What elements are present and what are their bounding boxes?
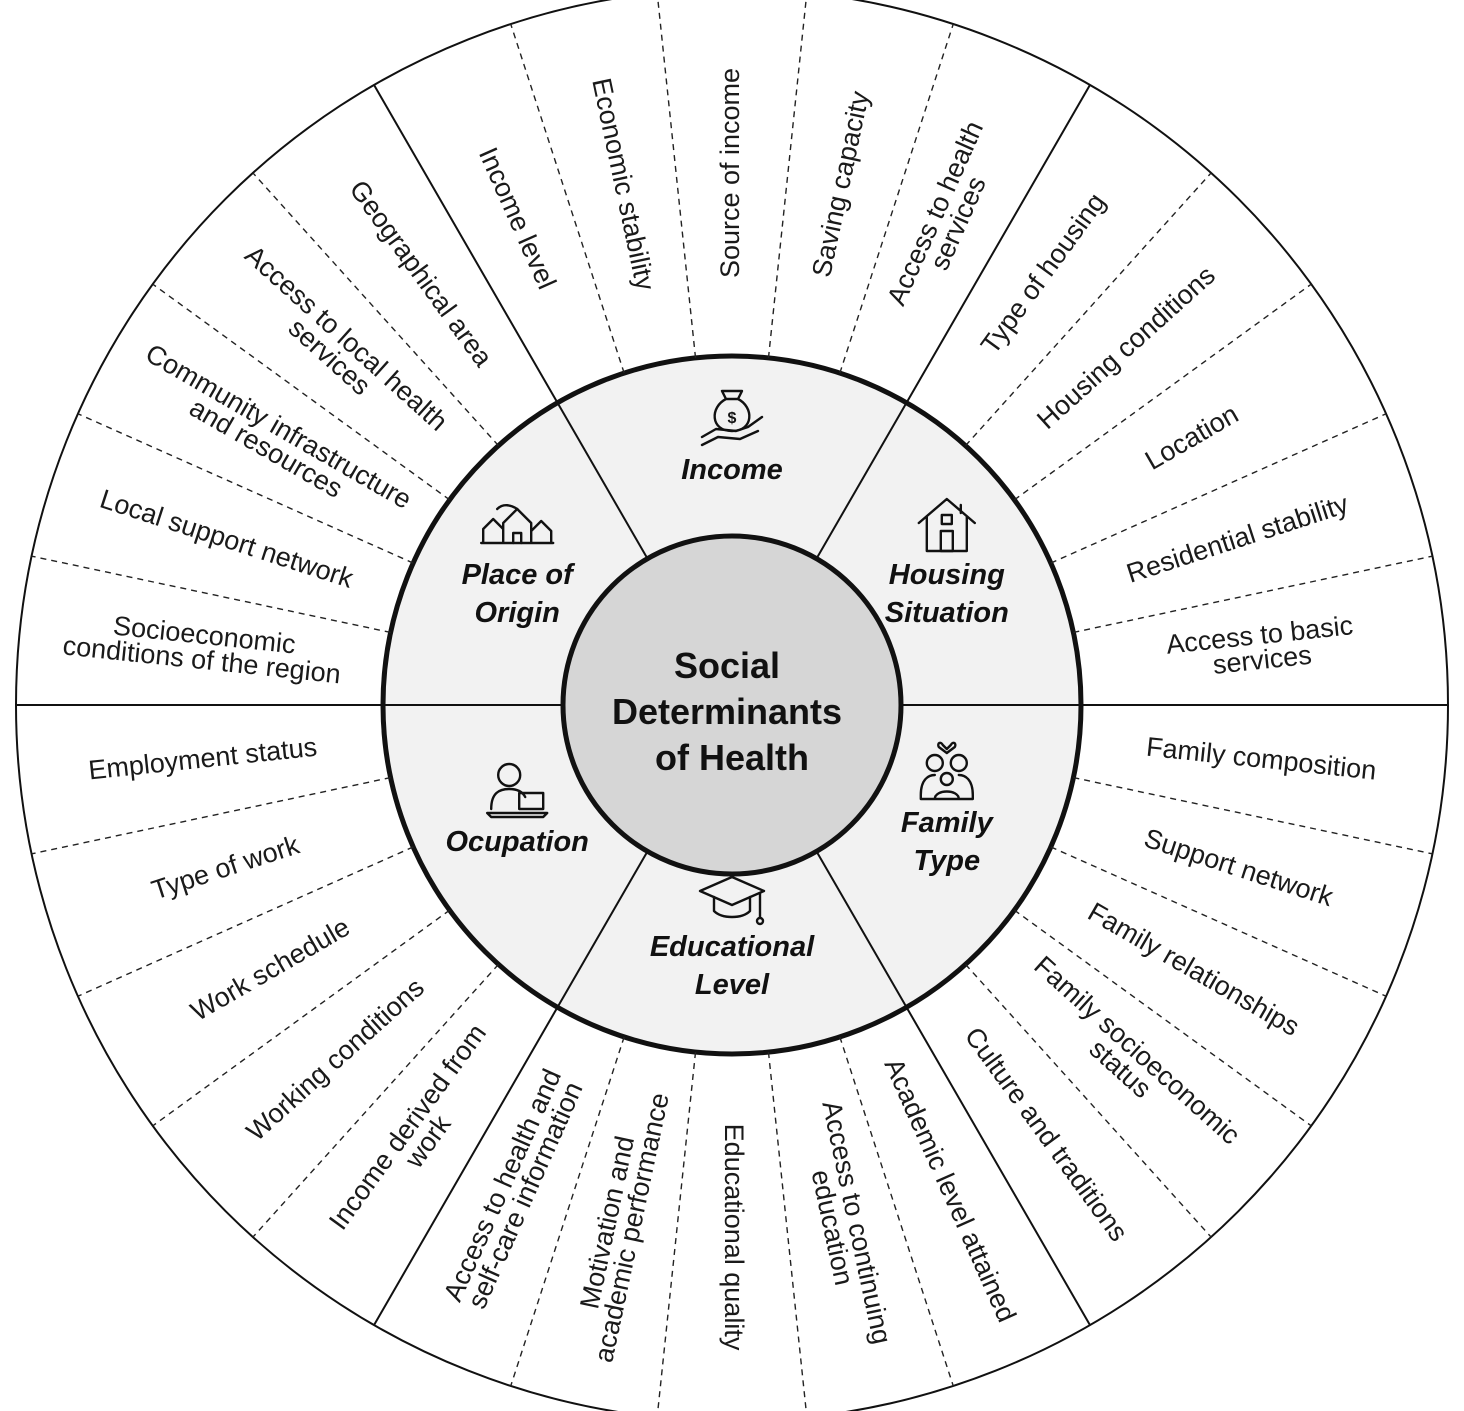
house-icon [917, 497, 976, 553]
determinant-item: Access to basicservices [1165, 610, 1357, 684]
category-label-line: Housing [889, 559, 1005, 591]
determinant-item-line: Educational quality [719, 1124, 749, 1351]
graduation-cap-icon [698, 875, 766, 926]
village-houses-icon [480, 504, 555, 545]
center-title: Social Determinants of Health [612, 645, 852, 778]
family-icon [919, 741, 974, 801]
center-circle [560, 533, 904, 877]
sector-divider [815, 850, 1091, 1326]
category-origin: Place of Origin [462, 504, 577, 629]
category-label-line: Educational [650, 931, 815, 963]
determinant-item-line: Source of income [715, 68, 745, 278]
determinant-item: Educational quality [719, 1124, 749, 1351]
category-label: Ocupation [446, 826, 589, 858]
money-bag-in-hand-icon: $ [700, 389, 764, 447]
sector-divider [815, 84, 1091, 560]
category-label-line: Ocupation [446, 826, 589, 858]
center-title-line-1: Social [674, 645, 780, 686]
sector-divider [373, 850, 649, 1326]
category-label: Income [681, 454, 783, 486]
category-label-line: Income [681, 454, 783, 486]
category-occupation: Ocupation [446, 762, 589, 858]
category-label-line: Situation [885, 597, 1009, 629]
category-label-line: Type [913, 845, 980, 877]
sector-divider [373, 84, 649, 560]
category-label-line: Family [901, 807, 995, 839]
svg-text:$: $ [728, 410, 737, 427]
category-income: $ Income [681, 389, 783, 486]
category-label: Place of Origin [462, 559, 577, 629]
category-label-line: Place of [462, 559, 577, 591]
worker-at-laptop-icon [486, 762, 549, 819]
category-label-line: Origin [475, 597, 560, 629]
determinant-item: Source of income [715, 68, 745, 278]
center-title-line-2: Determinants [612, 691, 842, 732]
center-title-line-3: of Health [655, 737, 809, 778]
center-hub: Social Determinants of Health [560, 533, 904, 877]
sector-dividers [16, 0, 1448, 1411]
category-label-line: Level [695, 969, 770, 1001]
